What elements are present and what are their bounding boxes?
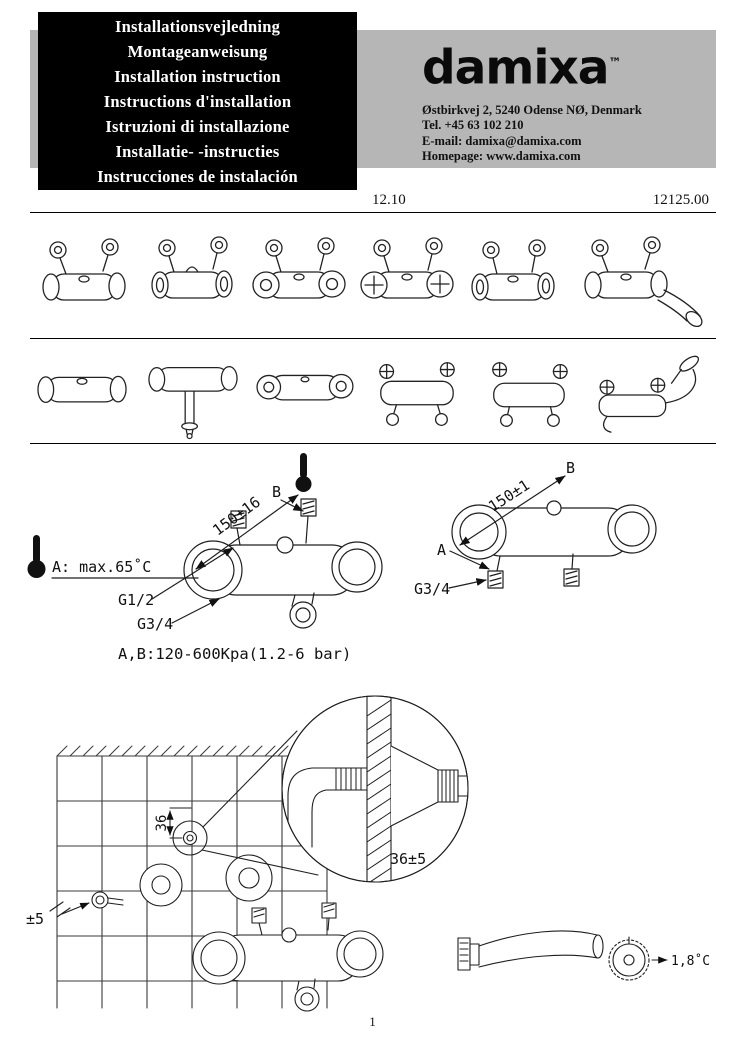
bath-mixer-front-view [451, 500, 657, 589]
dim-150-16-label: 150±16 [209, 493, 263, 539]
product-drawing-8-with-pipe [148, 365, 238, 440]
detail-lens [281, 695, 469, 883]
divider-mid-2 [30, 443, 716, 444]
title-spanish: Instrucciones de instalación [97, 166, 298, 186]
temperature-dial-gear [608, 936, 650, 981]
product-drawing-5 [471, 239, 555, 301]
product-drawing-9 [256, 373, 354, 401]
installation-diagram: ±5 36 [26, 695, 710, 1012]
product-variants-row-1 [30, 222, 716, 334]
inlet-fitting-callout [172, 730, 319, 876]
title-dutch: Installatie- -instructies [115, 141, 280, 161]
thread-g34-label-left: G3/4 [137, 615, 173, 633]
product-drawing-3 [252, 237, 347, 299]
product-drawing-10-cross-handles [378, 362, 455, 426]
wall-union-fitting [91, 891, 124, 909]
dimension-diagrams: B 150±16 A: max.65˚C G1/2 G3/4 [27, 453, 657, 663]
product-drawing-4 [359, 237, 454, 299]
product-drawing-2 [151, 236, 233, 299]
brand-wordmark: damixa [422, 40, 609, 96]
shower-mixer-front-view [183, 498, 383, 629]
doc-date: 12.10 [372, 192, 406, 208]
tolerance-pm5-label: ±5 [26, 910, 44, 928]
address-street: Østbirkvej 2, 5240 Odense NØ, Denmark [422, 102, 642, 117]
escutcheon-discs [139, 854, 273, 907]
max-temp-label: A: max.65˚C [52, 558, 151, 576]
doc-number: 12125.00 [652, 192, 709, 208]
product-drawing-1 [42, 238, 126, 301]
product-variants-row-2 [30, 348, 716, 440]
thermometer-icon-top [295, 453, 312, 492]
product-drawing-6-with-spout [584, 236, 703, 328]
multilingual-title-box: Installationsvejledning Montageanweisung… [38, 12, 357, 190]
pressure-range-note: A,B:120-600Kpa(1.2-6 bar) [118, 645, 351, 663]
damixa-logo: damixa™ [422, 40, 708, 93]
title-english: Installation instruction [114, 66, 281, 86]
address-homepage: Homepage: www.damixa.com [422, 149, 581, 164]
title-french: Instructions d'installation [103, 91, 292, 111]
thread-g12-label: G1/2 [118, 591, 154, 609]
title-danish: Installationsvejledning [114, 16, 281, 36]
detail-dim-label: 36±5 [390, 850, 426, 868]
temp-step-label: 1,8˚C [671, 953, 710, 969]
product-drawing-11-cross-handles [491, 362, 568, 427]
company-address: Østbirkvej 2, 5240 Odense NØ, Denmark Te… [422, 103, 708, 165]
title-german: Montageanweisung [127, 41, 268, 61]
label-b-left: B [272, 483, 281, 501]
address-email: E-mail: damixa@damixa.com [422, 133, 582, 148]
depth-36-label: 36 [154, 815, 170, 832]
mixer-on-wall [192, 902, 384, 1012]
product-drawing-12-handshower [598, 355, 699, 433]
product-drawing-7 [37, 375, 127, 403]
trademark-symbol: ™ [608, 56, 622, 71]
address-phone: Tel. +45 63 102 210 [422, 118, 524, 133]
label-b-right: B [566, 459, 575, 477]
divider-mid-1 [30, 338, 716, 339]
thread-g34-label-right: G3/4 [414, 580, 450, 598]
brand-block: damixa™ Østbirkvej 2, 5240 Odense NØ, De… [422, 40, 708, 165]
label-a-right: A [437, 541, 446, 559]
title-italian: Istruzioni di installazione [105, 116, 290, 136]
page-number: 1 [369, 1014, 376, 1029]
spout-detail [457, 930, 604, 971]
thermometer-icon-max-temp [27, 535, 46, 578]
divider-top [30, 212, 716, 213]
